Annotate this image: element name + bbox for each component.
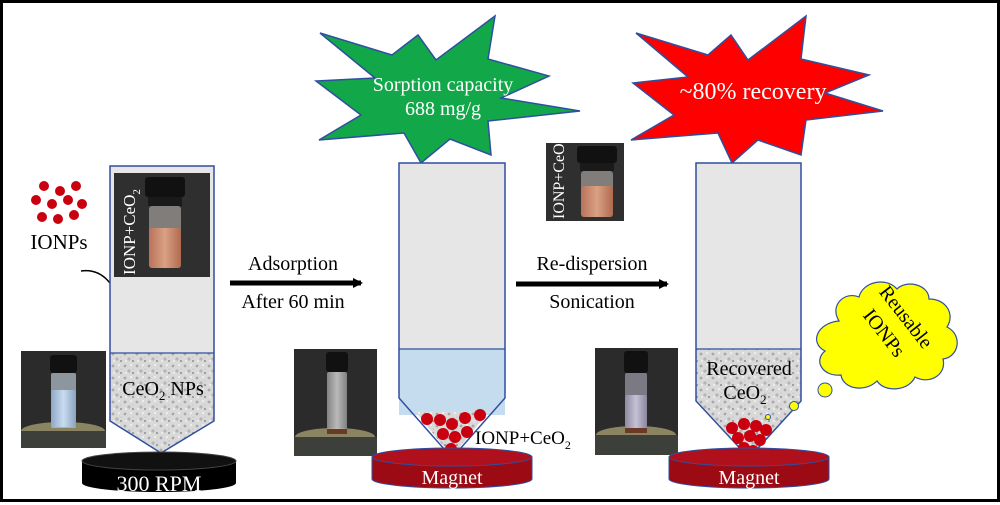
recovery-label: ~80% recovery — [680, 79, 827, 105]
tube-recovery — [695, 162, 802, 460]
vial-label-redispersed: IONP+CeO2 — [551, 138, 572, 219]
after-60-min-label: After 60 min — [241, 291, 344, 313]
vial-photo-recovered — [595, 348, 678, 455]
redispersion-label: Re-dispersion — [536, 253, 647, 275]
recovery-starburst — [630, 14, 884, 165]
vial-photo-initial — [21, 351, 106, 448]
ceo2-nps-label: CeO2 NPs — [122, 378, 204, 403]
tube-magnetic-separation — [398, 162, 506, 460]
sorption-capacity-starburst — [313, 14, 581, 165]
sorption-capacity-label: Sorption capacity — [373, 74, 514, 96]
vial-photo-separated — [294, 349, 377, 456]
process-diagram: IONPs CeO2 NPs IONP+CeO2 300 RPM Adsorpt… — [21, 14, 958, 496]
thought-bubble-dots — [765, 382, 833, 420]
sorption-capacity-value: 688 mg/g — [405, 98, 481, 120]
sediment-label: IONP+CeO2 — [475, 428, 571, 452]
recovered-label: Recovered — [706, 358, 792, 380]
magnet-2-label: Magnet — [718, 467, 780, 489]
magnet-1-label: Magnet — [421, 467, 483, 489]
vial-photo-ionp-ceo2 — [114, 173, 210, 277]
reusable-ionps-cloud — [816, 281, 958, 390]
stirrer-plate — [81, 451, 237, 492]
ionp-particles — [31, 181, 87, 224]
vial-photo-redispersed — [546, 143, 624, 221]
ionps-label: IONPs — [30, 230, 87, 254]
recovered-ceo2-label: CeO2 — [723, 382, 766, 407]
sonication-label: Sonication — [549, 291, 635, 313]
vial-label-ionp-ceo2: IONP+CeO2 — [120, 189, 143, 275]
stirrer-rpm-label: 300 RPM — [117, 471, 202, 496]
magnet-2 — [668, 447, 830, 489]
settled-ionps — [421, 409, 486, 455]
adsorption-label: Adsorption — [248, 253, 338, 275]
magnet-1 — [371, 447, 533, 489]
